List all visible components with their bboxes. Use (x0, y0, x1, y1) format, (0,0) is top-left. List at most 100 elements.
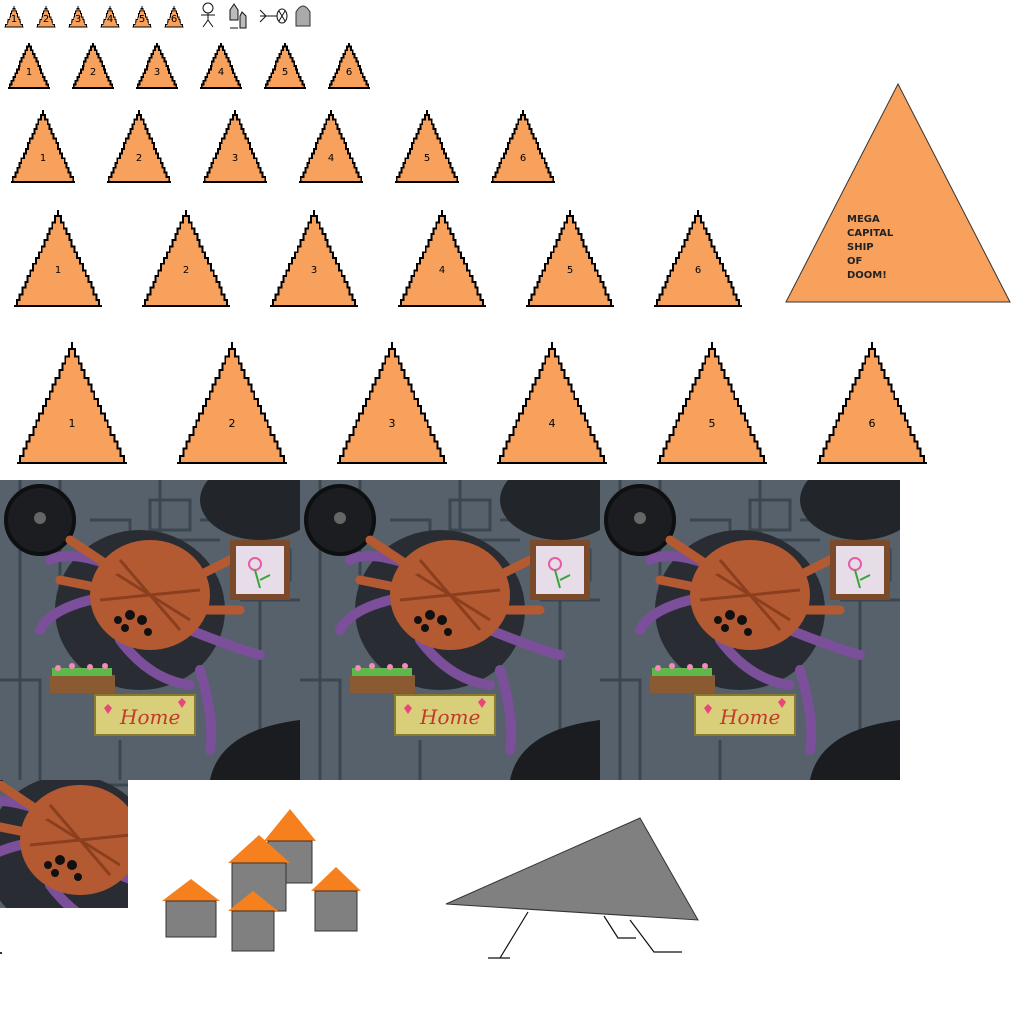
ship-body (132, 5, 152, 28)
ship-number-label: 3 (388, 417, 396, 430)
mega-capital-ship: MEGA CAPITAL SHIP OF DOOM! (784, 82, 1012, 304)
village-houses (150, 805, 365, 955)
ship-sprite-medium-2: 2 (105, 108, 173, 184)
ship-body (13, 210, 103, 307)
ship-sprite-small-2: 2 (70, 41, 116, 90)
ship-number-label: 1 (68, 417, 76, 430)
ship-number-label: 2 (89, 67, 97, 78)
spider-home-tile-3: Home (600, 480, 900, 780)
ship-body (653, 210, 743, 307)
ship-body (10, 110, 76, 183)
ship-body (263, 42, 307, 89)
ship-triangle (16, 342, 128, 464)
ship-body (298, 110, 364, 183)
ship-number-label: 4 (438, 265, 446, 276)
ship-triangle (199, 42, 243, 89)
ship-triangle (135, 42, 179, 89)
spider-home-tile-2: Home (300, 480, 600, 780)
ship-triangle (336, 342, 448, 464)
ship-number-label: 6 (868, 417, 876, 430)
ship-number-label: 4 (327, 153, 335, 164)
ship-triangle (653, 210, 743, 307)
ship-number-label: 6 (694, 265, 702, 276)
ship-sprite-small-5: 5 (262, 41, 308, 90)
ship-sprite-tiny-3: 3 (67, 4, 89, 29)
ship-body (269, 210, 359, 307)
ship-body (202, 110, 268, 183)
ship-sprite-large-4: 4 (396, 208, 488, 308)
ship-triangle (490, 110, 556, 183)
ship-sprite-medium-3: 3 (201, 108, 269, 184)
ship-body (4, 5, 24, 28)
ship-triangle (71, 42, 115, 89)
ship-sprite-tiny-5: 5 (131, 4, 153, 29)
ship-number-label: 2 (182, 265, 190, 276)
ship-number-label: 6 (519, 153, 527, 164)
ship-number-label: 6 (170, 14, 178, 25)
ship-number-label: 2 (135, 153, 143, 164)
ship-sprite-huge-2: 2 (175, 340, 289, 465)
ship-body (100, 5, 120, 28)
ship-triangle (394, 110, 460, 183)
ship-number-label: 1 (10, 14, 18, 25)
mega-ship-label: MEGA CAPITAL SHIP OF DOOM! (847, 214, 894, 281)
svg-text:Home: Home (419, 705, 480, 729)
ship-triangle (7, 42, 51, 89)
ship-body (525, 210, 615, 307)
ship-sprite-medium-1: 1 (9, 108, 77, 184)
ship-sprite-small-6: 6 (326, 41, 372, 90)
ship-sprite-large-5: 5 (524, 208, 616, 308)
ship-body (199, 42, 243, 89)
ship-body (7, 42, 51, 89)
ship-sprite-huge-1: 1 (15, 340, 129, 465)
ship-body (656, 342, 768, 464)
ship-number-label: 5 (138, 14, 146, 25)
ship-number-label: 2 (42, 14, 50, 25)
ship-number-label: 4 (548, 417, 556, 430)
tombstone-icon (294, 2, 312, 28)
ship-sprite-huge-3: 3 (335, 340, 449, 465)
ship-sprite-tiny-1: 1 (3, 4, 25, 29)
ship-sprite-tiny-2: 2 (35, 4, 57, 29)
ship-triangle (36, 5, 56, 28)
ship-sprite-large-1: 1 (12, 208, 104, 308)
ship-triangle (100, 5, 120, 28)
ship-body (135, 42, 179, 89)
ship-sprite-large-3: 3 (268, 208, 360, 308)
ship-triangle (132, 5, 152, 28)
ship-body (327, 42, 371, 89)
ship-triangle (525, 210, 615, 307)
ship-body (71, 42, 115, 89)
triangle-walker (440, 812, 705, 962)
ship-triangle (397, 210, 487, 307)
ship-number-label: 1 (25, 67, 33, 78)
ship-body (68, 5, 88, 28)
ship-sprite-large-6: 6 (652, 208, 744, 308)
ship-number-label: 1 (39, 153, 47, 164)
ship-sprite-small-1: 1 (6, 41, 52, 90)
ship-number-label: 5 (566, 265, 574, 276)
ship-triangle (816, 342, 928, 464)
ship-triangle (141, 210, 231, 307)
ship-number-label: 5 (423, 153, 431, 164)
ship-body (496, 342, 608, 464)
ship-triangle (68, 5, 88, 28)
ship-number-label: 5 (281, 67, 289, 78)
ship-triangle (656, 342, 768, 464)
ship-triangle (263, 42, 307, 89)
ship-triangle (269, 210, 359, 307)
ship-triangle (176, 342, 288, 464)
ship-body (141, 210, 231, 307)
ship-sprite-medium-4: 4 (297, 108, 365, 184)
stick-figure-icon (196, 2, 218, 28)
ship-body (16, 342, 128, 464)
ship-number-label: 3 (74, 14, 82, 25)
ship-triangle (13, 210, 103, 307)
stray-pixel (0, 952, 2, 954)
ship-body (106, 110, 172, 183)
ship-triangle (298, 110, 364, 183)
ship-number-label: 6 (345, 67, 353, 78)
ship-number-label: 3 (310, 265, 318, 276)
ship-number-label: 5 (708, 417, 716, 430)
ship-sprite-tiny-6: 6 (163, 4, 185, 29)
